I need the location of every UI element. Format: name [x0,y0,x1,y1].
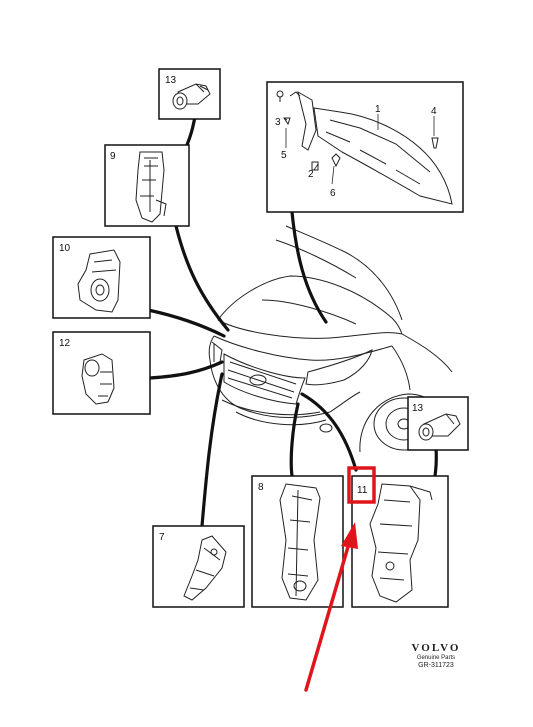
callout-8: 8 [258,482,264,493]
part-box-8[interactable]: 8 [251,475,344,608]
hood-insulation-icon [289,90,453,205]
part-box-11[interactable]: 11 [351,475,449,608]
part-box-7[interactable]: 7 [152,525,245,608]
red-arrow-icon [304,522,358,692]
bracket-9-icon [135,151,167,223]
volvo-logo: VOLVO [411,642,461,654]
brand-block: VOLVO Genuine Parts GR-311723 [404,642,468,669]
callout-12: 12 [59,338,71,349]
callout-11: 11 [357,485,368,496]
callout-13-right: 13 [412,403,424,414]
part-box-13-right[interactable]: 13 [407,396,469,451]
callout-9: 9 [110,151,116,162]
callout-3: 3 [275,117,281,128]
small-fasteners-icon [276,90,439,171]
callout-10: 10 [59,243,71,254]
part-box-1-6[interactable]: 1 2 3 4 5 6 [266,81,464,213]
bracket-7-icon [183,535,227,601]
part-box-10[interactable]: 10 [52,236,151,319]
bracket-11-icon [369,483,433,603]
callout-7: 7 [159,532,165,543]
diagram-code: GR-311723 [418,662,454,669]
highlight-frame [347,466,376,504]
callout-4: 4 [431,106,437,117]
bracket-12-icon [81,353,115,405]
callout-13-top: 13 [165,75,177,86]
bracket-8-icon [279,483,321,601]
part-box-9[interactable]: 9 [104,144,190,227]
part-box-12[interactable]: 12 [52,331,151,415]
part-box-13-top[interactable]: 13 [158,68,221,120]
car-illustration [208,225,453,453]
callout-6: 6 [330,188,336,199]
callout-2: 2 [308,169,314,180]
bracket-10-icon [77,249,121,313]
callout-1: 1 [375,104,381,115]
brand-subtitle: Genuine Parts [416,655,456,661]
clip-13-icon [172,83,211,110]
callout-leaders-1-6 [283,114,435,185]
clip-13-right-icon [418,413,461,441]
callout-5: 5 [281,150,287,161]
